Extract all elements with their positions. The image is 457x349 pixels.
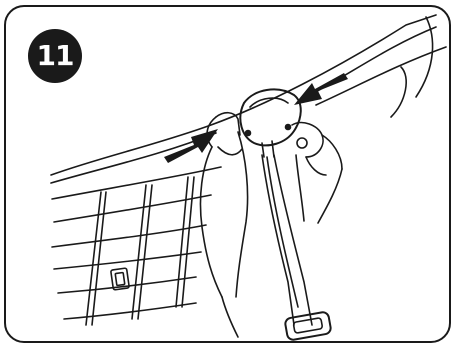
press-arrow-right: [294, 73, 348, 105]
left-hand: [200, 113, 247, 337]
seat-fabric: [51, 15, 446, 325]
step-number-badge: 11: [28, 29, 82, 83]
instruction-panel: 11: [4, 5, 451, 343]
strap: [262, 155, 332, 341]
right-hand: [292, 123, 342, 223]
press-arrow-left: [164, 129, 218, 163]
